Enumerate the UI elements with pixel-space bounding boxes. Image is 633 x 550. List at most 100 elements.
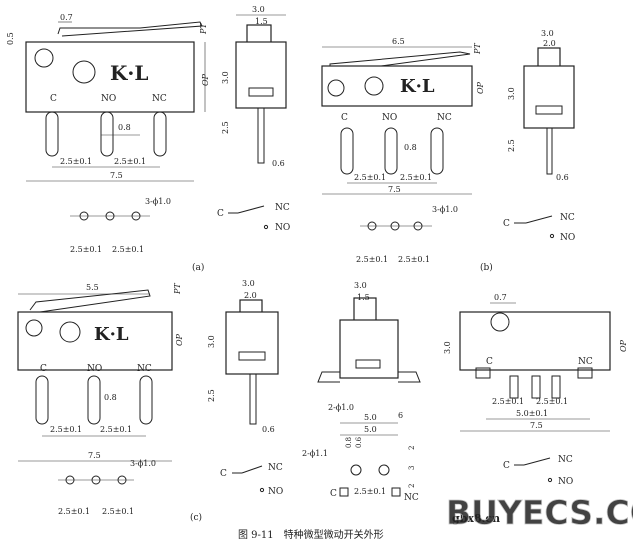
pin-1: [509, 375, 519, 399]
pin-c-label: C: [341, 113, 348, 123]
panel-c-label: (c): [190, 512, 202, 523]
side-body: [225, 311, 279, 375]
panel-c-holes: 3-ϕ1.0 2.5±0.1 2.5±0.1 (c): [58, 459, 202, 523]
side-pin: [249, 373, 257, 425]
side-pin: [257, 107, 265, 164]
pin-c: [340, 127, 354, 175]
dim-pad-s2: 3: [408, 466, 416, 470]
logo-mark-icon: [364, 76, 384, 96]
pin-nc: [430, 127, 444, 175]
dim-pad-d2: 0.6: [355, 436, 363, 448]
dim-front-height: 3.0: [443, 341, 452, 354]
mount-hole: [25, 319, 43, 337]
panel-a-holes: 3-ϕ1.0 2.5±0.1 2.5±0.1 (a): [70, 197, 204, 273]
dim-op: OP: [619, 339, 628, 352]
dim-pad-s3: 2: [408, 484, 416, 488]
brand-label: K·L: [94, 324, 129, 345]
dim-pitch-2: 2.5±0.1: [114, 157, 146, 166]
panel-b-side: 3.0 2.0 3.0 2.5 0.6: [507, 29, 575, 182]
switch-body: [459, 311, 611, 371]
pin-no-label: NO: [382, 113, 397, 123]
dim-pin-gap: 0.8: [404, 143, 417, 152]
watermark-site: gbx8.cn: [452, 512, 500, 525]
dim-side-height: 3.0: [507, 87, 516, 100]
dim-pin-width: 0.6: [272, 159, 285, 168]
panel-a-side: 3.0 1.5 3.0 2.5 0.6: [221, 5, 287, 168]
switch-body: [25, 41, 195, 113]
pin-c: [45, 111, 59, 157]
dim-lever: 6.5: [392, 37, 405, 46]
dim-base: 5.0: [364, 413, 377, 422]
pad-nc-label: NC: [404, 493, 419, 503]
pin-3: [551, 375, 561, 399]
dim-side-width: 3.0: [541, 29, 554, 38]
panel-c-front: K·L C NO NC 5.5 PT OP 0.8 2.5±0.1 2.5±0.…: [17, 283, 184, 462]
logo-mark-icon: [59, 321, 81, 343]
dim-lever: 5.5: [86, 283, 99, 292]
side-window: [535, 105, 563, 115]
pin-no: [384, 127, 398, 175]
brand-label: K·L: [110, 61, 148, 85]
dim-hole-pitch-1: 2.5±0.1: [356, 255, 388, 264]
sym-nc: NC: [268, 463, 283, 473]
sym-no: NO: [560, 233, 575, 243]
dim-left-offset: 0.5: [6, 32, 15, 45]
panel-b-symbol: C NC NO: [503, 213, 575, 243]
side-window: [355, 359, 381, 369]
dim-plunger: 1.5: [357, 293, 370, 302]
sym-c: C: [217, 209, 224, 219]
dim-plunger: 2.0: [244, 291, 257, 300]
dim-p3: 5.0±0.1: [516, 409, 548, 418]
dim-pin-width: 0.6: [556, 173, 569, 182]
sym-c: C: [220, 469, 227, 479]
pin-nc: [139, 375, 153, 425]
dim-side-height: 3.0: [207, 335, 216, 348]
panel-b-holes: 3-ϕ1.0 2.5±0.1 2.5±0.1 (b): [356, 205, 493, 273]
side-window: [248, 87, 274, 97]
panel-c-symbol: C NC NO: [220, 463, 283, 497]
panel-c-side: 3.0 2.0 3.0 2.5 0.6: [207, 279, 279, 434]
pin-nc-label: NC: [437, 113, 452, 123]
switch-body: [321, 65, 473, 107]
pin-no-label: NO: [101, 94, 116, 104]
mount-hole: [327, 79, 345, 97]
dim-hole-pitch-1: 2.5±0.1: [58, 507, 90, 516]
pin-c: [35, 375, 49, 425]
dim-pitch-1: 2.5±0.1: [50, 425, 82, 434]
dim-pitch-2: 2.5±0.1: [536, 397, 568, 406]
sym-nc: NC: [558, 455, 573, 465]
dim-pitch-2: 2.5±0.1: [100, 425, 132, 434]
dim-overall: 7.5: [388, 185, 401, 194]
dim-side-height: 3.0: [221, 71, 230, 84]
pin-c-label: C: [486, 357, 493, 367]
dim-overall: 7.5: [530, 421, 543, 430]
dim-pin-gap: 0.8: [104, 393, 117, 402]
dim-plunger: 2.0: [543, 39, 556, 48]
dim-side-width: 3.0: [242, 279, 255, 288]
sym-c: C: [503, 461, 510, 471]
dim-pin-length: 2.5: [221, 121, 230, 134]
pin-nc-label: NC: [578, 357, 593, 367]
dim-pin-length: 2.5: [507, 139, 516, 152]
dim-op: OP: [476, 81, 485, 94]
dim-foot: 6: [398, 411, 403, 420]
dim-pin-length: 2.5: [207, 389, 216, 402]
pad-c: [339, 487, 349, 497]
dim-overall: 7.5: [88, 451, 101, 460]
panel-a-symbol: C NC NO: [217, 203, 290, 233]
lever-arm: [29, 289, 151, 313]
pin-no-label: NO: [87, 364, 102, 374]
dim-hole-pitch-1: 2.5±0.1: [70, 245, 102, 254]
dim-hole-pitch-2: 2.5±0.1: [112, 245, 144, 254]
plunger: [246, 24, 272, 44]
sym-no: NO: [268, 487, 283, 497]
dim-pad-width: 5.0: [364, 425, 377, 434]
lever-arm: [57, 21, 203, 37]
sym-no: NO: [275, 223, 290, 233]
brand-label: K·L: [400, 76, 435, 97]
pad-hole-1: [350, 464, 362, 476]
dim-plunger: 1.5: [255, 17, 268, 26]
dim-pitch-2: 2.5±0.1: [400, 173, 432, 182]
dim-holes: 3-ϕ1.0: [130, 459, 156, 468]
dim-pitch-1: 2.5±0.1: [492, 397, 524, 406]
